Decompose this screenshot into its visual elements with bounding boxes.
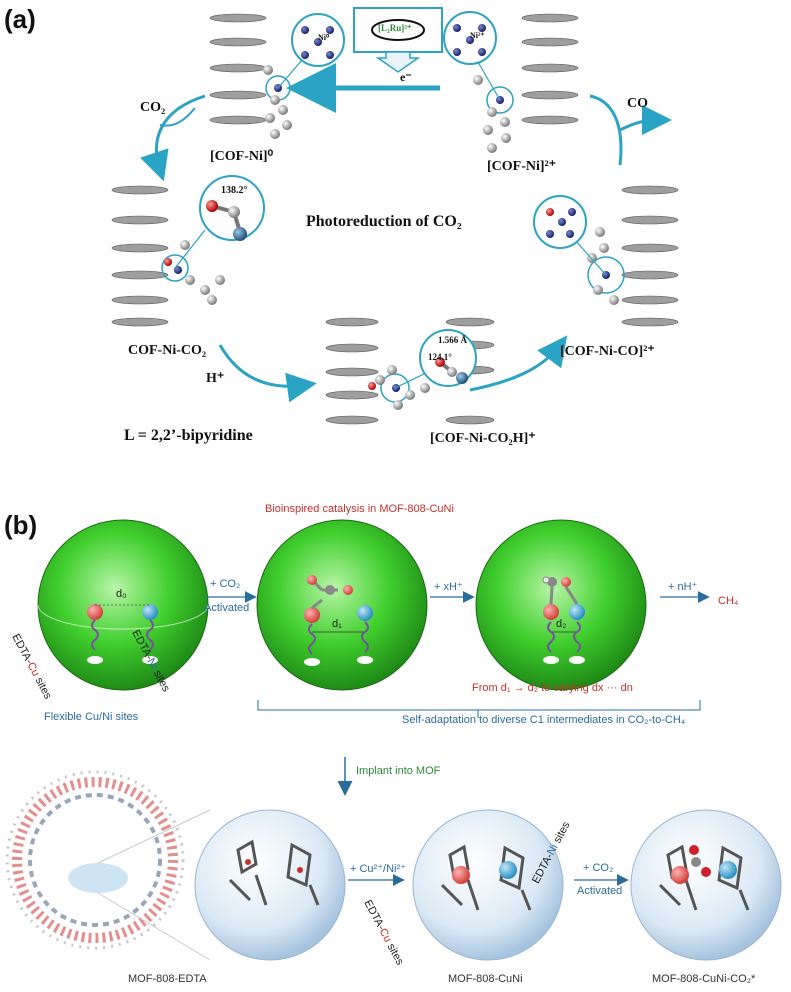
step1-activated: Activated: [204, 602, 250, 614]
panel-a-graphics: [111, 7, 679, 425]
cof-stack-top-left: [209, 13, 267, 125]
step2-xh: + xH⁺: [434, 581, 463, 593]
arrow-co-out: [589, 94, 623, 166]
glass-sphere-1: [194, 809, 346, 961]
cof-ni-co2-label: COF-Ni-CO₂: [128, 343, 207, 358]
co2-in-label: CO₂: [140, 100, 166, 115]
co-out-label: CO: [627, 96, 648, 111]
step3-nh: + nH⁺: [668, 581, 698, 593]
zoom-co: [533, 195, 607, 276]
step5-co2: + CO₂: [583, 862, 614, 874]
mof-framework: [5, 770, 211, 961]
angle-124-label: 124.1°: [428, 352, 452, 362]
edta-ni-sites-label: EDTA-Ni sites: [129, 628, 173, 694]
mof-cuni-caption: MOF-808-CuNi: [448, 973, 523, 985]
arrow-co2-in: [140, 94, 206, 182]
bond-length-label: 1.566 Å: [438, 335, 467, 345]
cof-stack-mid-left: [111, 185, 169, 327]
green-sphere-1: [37, 519, 209, 691]
cof-ni-co-label: [COF-Ni-CO]²⁺: [560, 344, 655, 359]
ni0-label: Ni⁰: [318, 33, 330, 42]
h-plus-label: H⁺: [206, 371, 225, 386]
molecule-bottom: [368, 365, 430, 410]
green-sphere-2: [256, 519, 428, 691]
ligand-definition: L = 2,2’-bipyridine: [124, 427, 253, 444]
cof-stack-top-right: [521, 13, 579, 125]
cof-ni0-label: [COF-Ni]⁰: [210, 149, 274, 164]
zoom-co2h: [394, 329, 477, 389]
d2-label: d₂: [556, 618, 567, 630]
edta-ni-sites-label-bottom: EDTA-Ni sites: [530, 819, 573, 886]
arrow-h-plus: [218, 344, 317, 403]
arrow-top-left-curl: [159, 107, 196, 127]
flexible-sites-caption: Flexible Cu/Ni sites: [44, 711, 139, 723]
mof-edta-caption: MOF-808-EDTA: [128, 973, 207, 985]
glass-sphere-3: [630, 809, 782, 961]
zoom-co2-bent: [174, 175, 265, 269]
mof-cuni-co2-caption: MOF-808-CuNi-CO₂*: [652, 973, 756, 985]
photoreduction-title: Photoreduction of CO₂: [306, 213, 462, 230]
ni2-label: Ni²⁺: [470, 31, 485, 40]
d1-label: d₁: [332, 618, 342, 630]
cof-ni-co2h-label: [COF-Ni-CO₂H]⁺: [430, 431, 536, 446]
ch4-product: CH₄: [718, 595, 739, 607]
angle-138-label: 138.2°: [221, 185, 248, 196]
range-d-label: From d₁ → d₂ to varying dx ··· dn: [472, 682, 633, 694]
ru-catalyst-label: [L₂Ru]²⁺: [378, 23, 412, 33]
edta-cu-sites-label-bottom: EDTA-Cu sites: [361, 898, 406, 968]
arrow-co-out-tip: [619, 105, 672, 136]
green-sphere-3: [475, 519, 647, 691]
electron-label: e⁻: [400, 70, 412, 84]
step5-activated: Activated: [577, 885, 623, 897]
arrow-to-co: [469, 335, 568, 392]
panel-a-label: (a): [4, 4, 36, 34]
panel-b-label: (b): [4, 510, 38, 540]
bioinspired-title: Bioinspired catalysis in MOF-808-CuNi: [265, 503, 454, 515]
step4-metals: + Cu²⁺/Ni²⁺: [350, 863, 406, 875]
ru-catalyst-box: [353, 7, 443, 73]
zoom-ni0: [277, 13, 345, 89]
molecule-mid-left: [161, 240, 225, 305]
edta-cu-sites-label: EDTA-Cu sites: [9, 632, 54, 702]
implant-label: Implant into MOF: [356, 765, 441, 777]
zoom-ni2: [443, 11, 501, 101]
self-adaptation-caption: Self-adaptation to diverse C1 intermedia…: [402, 714, 686, 726]
molecule-mid-right: [587, 227, 625, 305]
molecule-top-right: [473, 75, 514, 153]
d0-label: d₀: [116, 588, 127, 600]
step1-co2: + CO₂: [210, 578, 241, 590]
cof-stack-mid-right: [621, 185, 679, 327]
cof-ni2-label: [COF-Ni]²⁺: [487, 159, 557, 174]
